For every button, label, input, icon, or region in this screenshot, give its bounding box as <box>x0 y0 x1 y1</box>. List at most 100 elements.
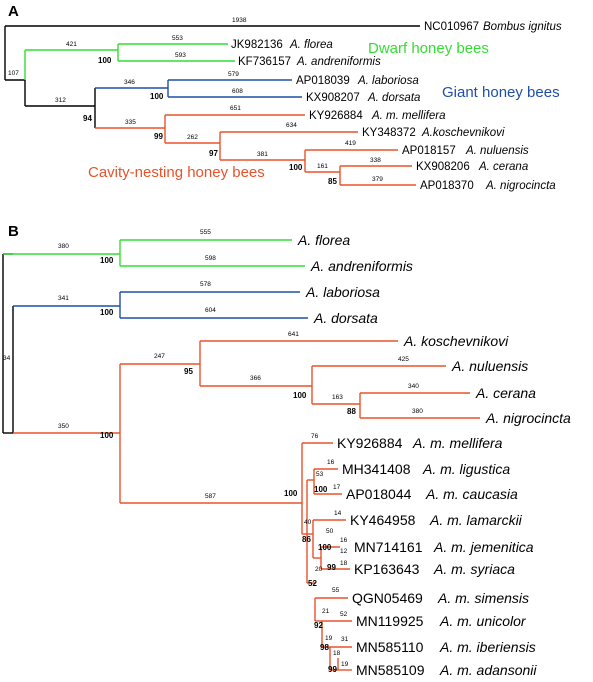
b-boot-rest: 92 <box>314 621 323 630</box>
b-len-caucasia: 17 <box>333 484 341 491</box>
panel-b-cavity-branches <box>13 340 480 671</box>
tip-a-acc-7: AP018157 <box>402 145 456 157</box>
b-boot-dwarf: 100 <box>100 256 114 265</box>
tip-b-sp-10: A. m. caucasia <box>425 486 518 502</box>
tip-a-sp-1: A. florea <box>289 39 333 51</box>
b-len-root: 34 <box>3 355 11 362</box>
len-dorsata: 608 <box>232 88 243 95</box>
panel-b-dwarf-branches <box>3 239 305 267</box>
boot-cerana-clade: 85 <box>328 177 337 186</box>
b-boot-iber: 98 <box>320 643 329 652</box>
tip-b-sp-0: A. florea <box>297 232 350 248</box>
b-len-nigrocincta: 380 <box>412 408 423 415</box>
b-boot-african: 52 <box>308 579 317 588</box>
b-boot-jem-syr: 100 <box>318 543 332 552</box>
b-len-syriaca: 18 <box>340 560 348 567</box>
tip-a-acc-9: AP018370 <box>420 180 474 192</box>
tip-b-sp-5: A. nuluensis <box>451 358 528 374</box>
b-len-ib-stem: 19 <box>325 635 333 642</box>
tip-a-sp-8: A. cerana <box>478 161 528 173</box>
b-len-unicolor: 52 <box>340 611 348 618</box>
group-label-giant: Giant honey bees <box>442 84 560 101</box>
b-len-florea: 555 <box>200 229 211 236</box>
tip-b-sp-11: A. m. lamarckii <box>429 512 523 528</box>
b-len-east-stem: 247 <box>154 353 165 360</box>
b-len-jemenitica: 16 <box>340 537 348 544</box>
len-andreniformis: 593 <box>175 52 186 59</box>
tip-b-acc-11: KY464958 <box>350 512 416 528</box>
tip-b-sp-6: A. cerana <box>475 385 536 401</box>
tip-a-sp-7: A. nuluensis <box>465 145 529 157</box>
len-cavity-stem: 335 <box>125 119 136 126</box>
tip-b-acc-8: KY926884 <box>337 435 403 451</box>
tip-a-acc-4: KX908207 <box>306 92 360 104</box>
b-boot-nuluensis: 100 <box>293 391 307 400</box>
b-boot-ad: 99 <box>328 665 337 674</box>
group-label-cavity: Cavity-nesting honey bees <box>88 164 265 181</box>
panel-a-label: A <box>8 3 19 20</box>
tip-a-acc-8: KX908206 <box>416 161 470 173</box>
len-mellifera: 651 <box>230 105 241 112</box>
group-label-dwarf: Dwarf honey bees <box>368 40 489 57</box>
panel-b-label: B <box>8 223 19 240</box>
len-cerana: 338 <box>370 157 381 164</box>
len-dwarf-stem: 421 <box>66 41 77 48</box>
tip-b-acc-17: MN585109 <box>356 662 425 678</box>
tip-a-sp-2: A. andreniformis <box>296 56 381 68</box>
b-boot-giant: 100 <box>100 308 114 317</box>
boot-east: 97 <box>209 149 218 158</box>
tip-a-acc-6: KY348372 <box>362 127 416 139</box>
tip-a-acc-3: AP018039 <box>296 75 350 87</box>
tip-a-acc-2: KF736157 <box>238 56 291 68</box>
tip-a-sp-9: A. nigrocincta <box>485 180 556 192</box>
tip-b-sp-16: A. m. iberiensis <box>439 639 536 655</box>
tip-b-sp-13: A. m. syriaca <box>433 561 515 577</box>
b-boot-mellifera: 100 <box>284 489 298 498</box>
panel-a-dwarf-branches <box>24 43 235 80</box>
b-len-jem-syr-stem: 50 <box>326 528 334 535</box>
tip-b-sp-15: A. m. unicolor <box>439 613 527 629</box>
b-len-cavity-stem: 350 <box>58 423 69 430</box>
b-boot-lig-cau: 100 <box>314 485 328 494</box>
panel-b-tip-labels: A. florea A. andreniformis A. laboriosa … <box>297 232 571 678</box>
b-len-ad-stem: 18 <box>333 650 341 657</box>
b-boot-cavity: 100 <box>100 431 114 440</box>
b-len-dwarf-stem: 380 <box>58 243 69 250</box>
tip-a-sp-0: Bombus ignitus <box>483 21 562 33</box>
b-len-rest-stem: 21 <box>322 608 330 615</box>
panel-a-tip-labels: NC010967 Bombus ignitus JK982136 A. flor… <box>231 21 562 192</box>
b-len-cerana-stem: 163 <box>332 394 343 401</box>
tip-b-sp-17: A. m. adansonii <box>439 662 537 678</box>
len-nuluensis: 419 <box>345 140 356 147</box>
panel-a-giant-branches <box>95 79 302 98</box>
b-len-ligustica: 16 <box>327 459 335 466</box>
tip-b-sp-8: A. m. mellifera <box>412 435 503 451</box>
len-florea: 553 <box>172 35 183 42</box>
boot-giant: 100 <box>150 92 164 101</box>
tip-b-sp-2: A. laboriosa <box>305 284 380 300</box>
b-len-dorsata: 604 <box>205 307 216 314</box>
b-len-laboriosa: 578 <box>200 281 211 288</box>
tip-a-acc-0: NC010967 <box>424 21 479 33</box>
tip-b-sp-12: A. m. jemenitica <box>433 539 534 555</box>
b-len-jem-mid: 12 <box>340 548 348 555</box>
panel-b-root-branches <box>2 253 14 434</box>
panel-a-outgroup-branches <box>4 25 420 81</box>
b-len-koschevnikovi: 641 <box>288 331 299 338</box>
b-len-mellifera-stem: 587 <box>205 493 216 500</box>
len-koschevnikovi: 634 <box>286 122 297 129</box>
tip-a-sp-6: A.koschevnikovi <box>421 127 505 139</box>
b-len-nuluensis-stem: 366 <box>250 375 261 382</box>
b-len-lig-cau-stem: 53 <box>316 471 324 478</box>
panel-b-giant-branches <box>13 291 308 319</box>
tip-b-sp-4: A. koschevnikovi <box>403 333 509 349</box>
tip-b-acc-10: AP018044 <box>346 486 412 502</box>
len-cerana-stem: 161 <box>317 163 328 170</box>
len-east-stem: 262 <box>187 134 198 141</box>
tip-a-acc-5: KY926884 <box>309 110 363 122</box>
tip-b-acc-15: MN119925 <box>356 613 424 629</box>
len-nuluensis-stem: 381 <box>257 151 268 158</box>
tip-b-sp-1: A. andreniformis <box>310 258 413 274</box>
panel-a-cavity-branches <box>95 114 416 186</box>
